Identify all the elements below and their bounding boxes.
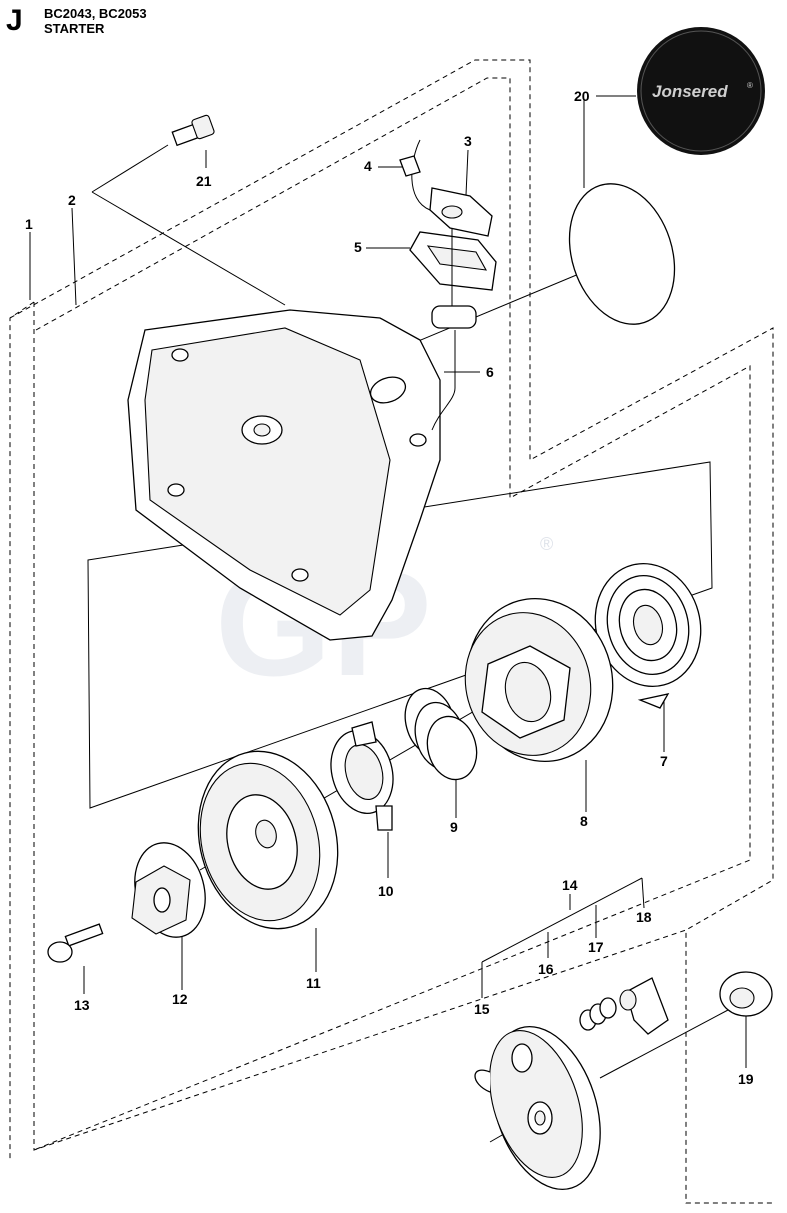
callout-4: 4 — [364, 158, 372, 174]
section-title: STARTER — [44, 21, 105, 36]
callout-12: 12 — [172, 991, 188, 1007]
drum-part-11 — [197, 750, 339, 930]
pawl-part-18 — [619, 977, 669, 1035]
logo-text: Jonsered — [652, 82, 728, 101]
bushing-part-19 — [719, 971, 773, 1017]
callout-16: 16 — [538, 961, 554, 977]
callout-14: 14 — [562, 877, 578, 893]
callout-3: 3 — [464, 133, 472, 149]
model-numbers: BC2043, BC2053 — [44, 6, 147, 21]
callout-9: 9 — [450, 819, 458, 835]
callout-18: 18 — [636, 909, 652, 925]
callout-5: 5 — [354, 239, 362, 255]
hub-part-12 — [131, 842, 206, 938]
callout-20: 20 — [574, 88, 590, 104]
callout-15: 15 — [474, 1001, 490, 1017]
callout-6: 6 — [486, 364, 494, 380]
callout-8: 8 — [580, 813, 588, 829]
callout-17: 17 — [588, 939, 604, 955]
pulley-part-8 — [464, 597, 614, 763]
jonsered-logo: Jonsered ® — [637, 27, 765, 155]
callout-10: 10 — [378, 883, 394, 899]
pawl-ring-part-10 — [330, 721, 394, 831]
callout-numbers: 1 2 3 4 5 6 7 8 9 10 11 12 13 14 15 16 1… — [25, 88, 754, 1087]
callout-21: 21 — [196, 173, 212, 189]
internal-parts-box — [87, 461, 713, 809]
small-spring-part-17 — [579, 997, 617, 1031]
clip-part-15 — [474, 1069, 491, 1093]
group-outline-2 — [9, 59, 774, 1151]
recoil-spring-part-7 — [594, 562, 702, 709]
callout-13: 13 — [74, 997, 90, 1013]
callout-1: 1 — [25, 216, 33, 232]
callout-19: 19 — [738, 1071, 754, 1087]
callout-7: 7 — [660, 753, 668, 769]
section-letter: J — [6, 4, 23, 37]
callout-2: 2 — [68, 192, 76, 208]
watermark-registered-mark: ® — [540, 534, 553, 554]
plate-part-16 — [489, 1025, 601, 1191]
coil-spring-part-9 — [404, 687, 478, 781]
handle-assembly-parts-3-4-5-6 — [399, 139, 497, 447]
screw-part-13 — [47, 923, 104, 963]
bolt-part-21 — [171, 114, 215, 147]
starter-housing-part-1 — [127, 309, 441, 641]
logo-registered-mark: ® — [747, 81, 753, 90]
decal-part-20 — [568, 183, 676, 325]
callout-11: 11 — [306, 975, 321, 991]
